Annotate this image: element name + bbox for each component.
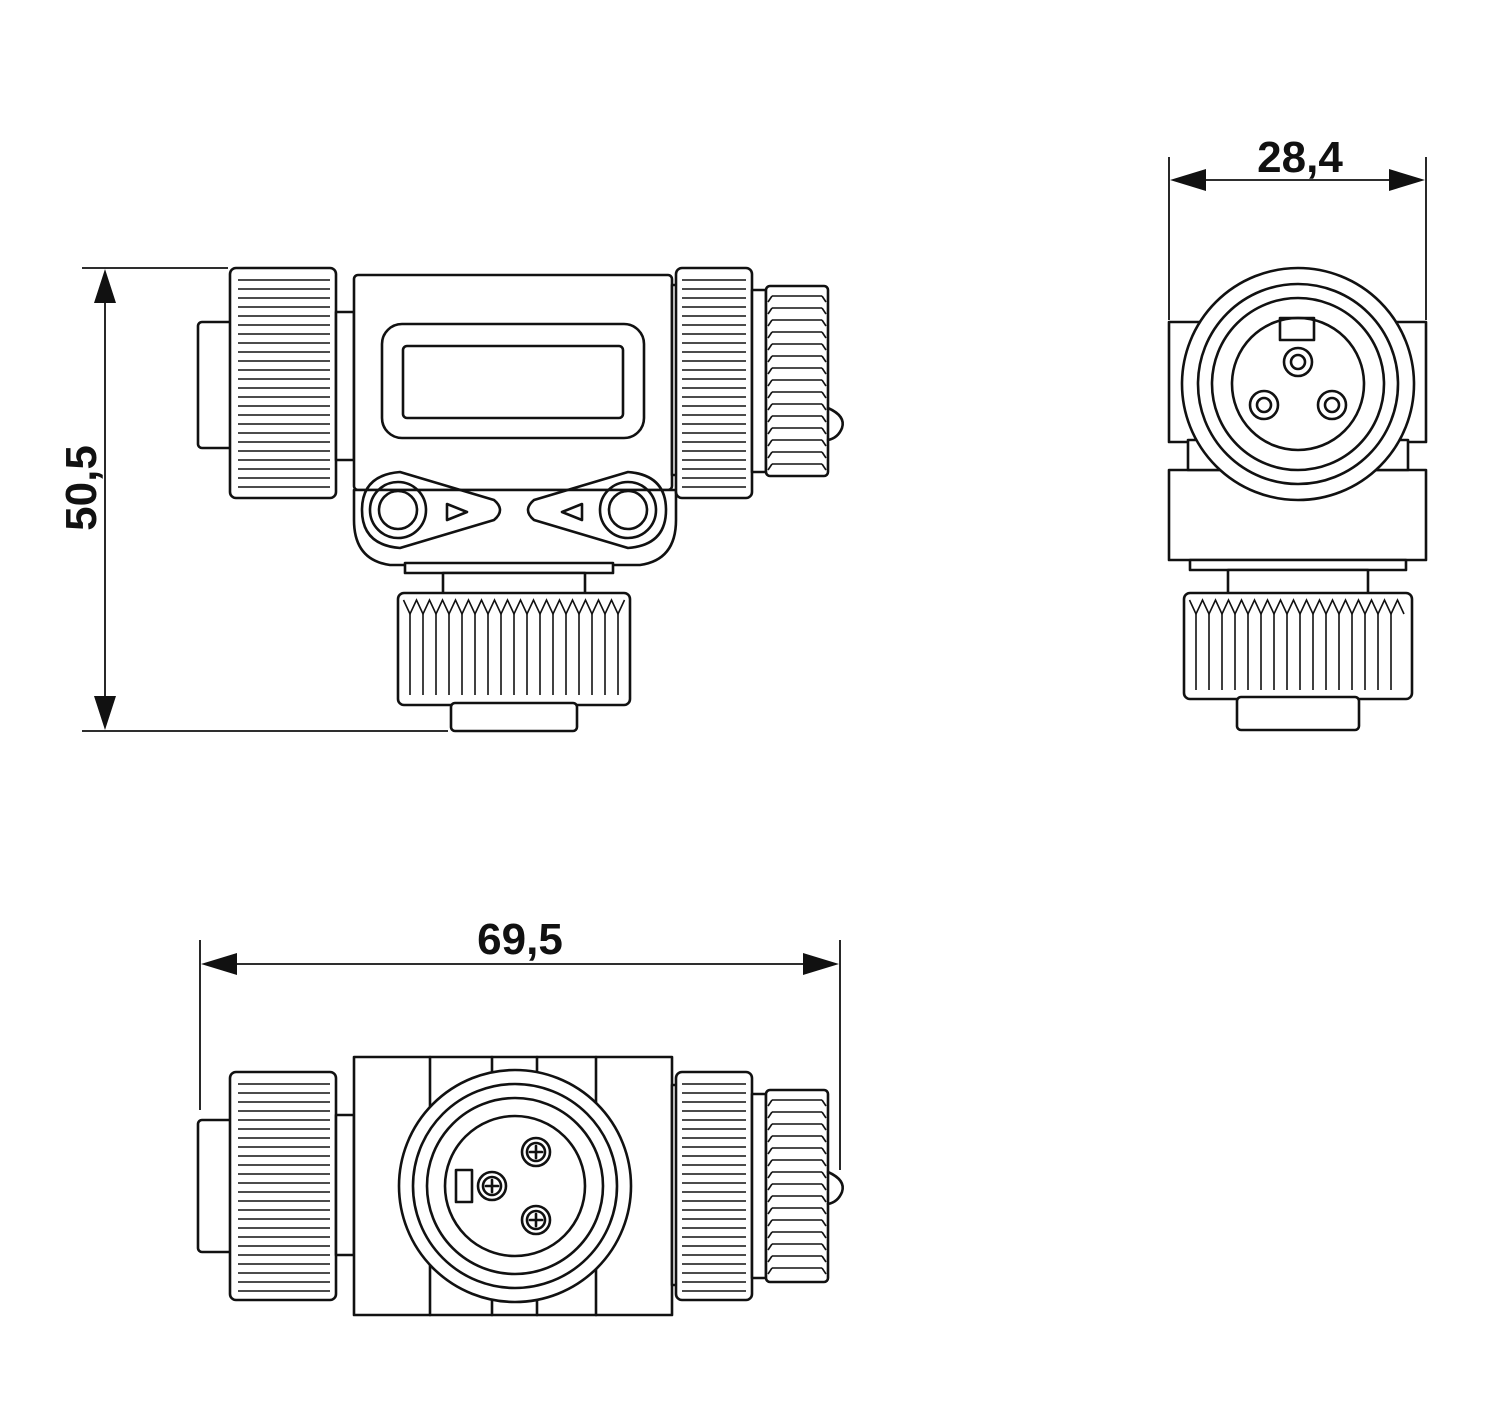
- dimension-height-label: 50,5: [57, 445, 106, 531]
- front-view: [196, 266, 844, 733]
- dimension-length: 69,5: [199, 915, 841, 1170]
- dimension-side-width-label: 28,4: [1257, 133, 1343, 182]
- dimension-side-width: 28,4: [1168, 133, 1427, 320]
- dimension-height: 50,5: [57, 267, 448, 732]
- side-view: [1167, 266, 1428, 732]
- dimension-length-label: 69,5: [477, 915, 563, 964]
- bottom-view: [196, 1055, 844, 1317]
